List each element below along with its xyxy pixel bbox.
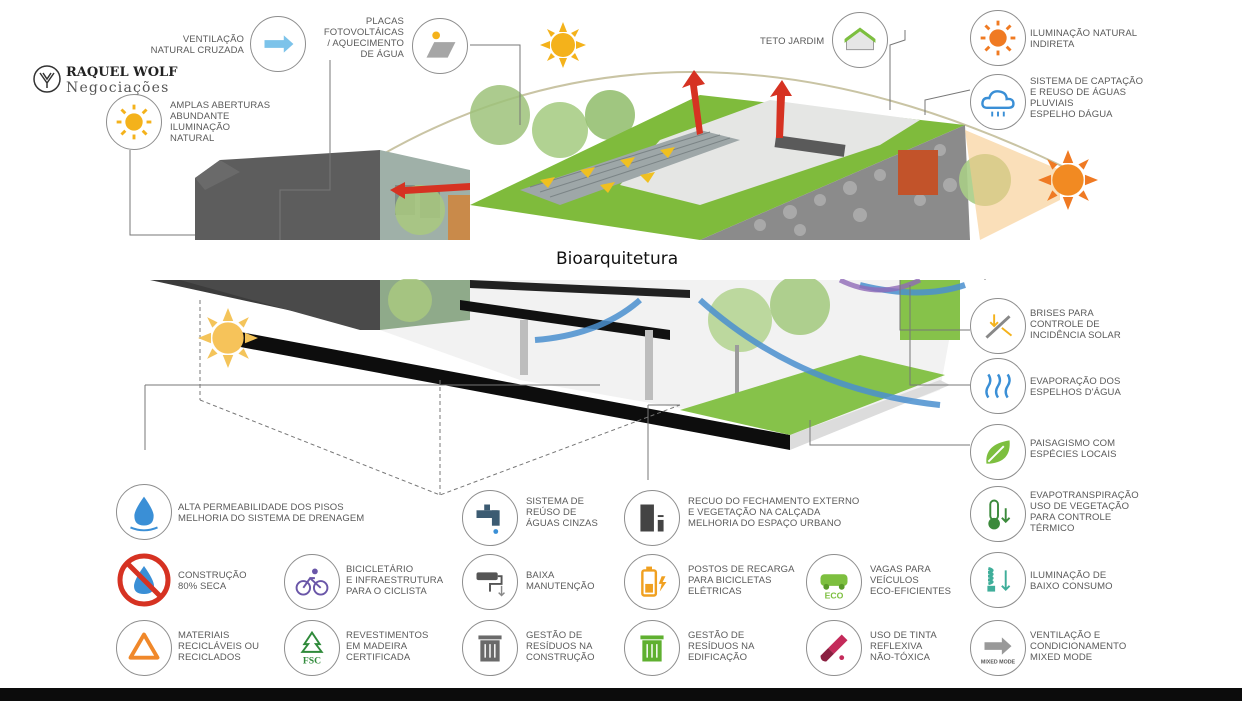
evaporation-icon <box>970 358 1026 414</box>
thermometer-icon <box>970 486 1026 542</box>
bottom-black-bar <box>0 688 1242 701</box>
ventilation-icon <box>250 16 306 72</box>
faucet-icon <box>462 490 518 546</box>
fsc-icon: FSC <box>284 620 340 676</box>
diagram-title: Bioarquitetura <box>556 249 679 269</box>
building-setback-icon <box>624 490 680 546</box>
dry-construction-icon <box>116 552 172 608</box>
trash-bin-icon <box>462 620 518 676</box>
solar-panel-icon <box>412 18 468 74</box>
leaf-icon <box>970 424 1026 480</box>
eco-text: ECO <box>825 590 844 600</box>
mixed-mode-text: MIXED MODE <box>981 659 1016 665</box>
sun-icon <box>540 22 586 68</box>
logo-subtitle: Negociações <box>66 80 170 96</box>
indirect-light-icon <box>970 10 1026 66</box>
label-teto-jardim: TETO JARDIM <box>760 36 825 47</box>
green-bin-icon <box>624 620 680 676</box>
wolf-logo-icon <box>33 65 61 93</box>
raquel-wolf-logo: RAQUEL WOLF Negociações <box>32 62 202 98</box>
sun-icon <box>198 308 258 368</box>
lightbulb-icon <box>970 552 1026 608</box>
sun-icon <box>1038 150 1098 210</box>
logo-name: RAQUEL WOLF <box>66 65 178 80</box>
natural-light-icon <box>106 94 162 150</box>
water-drop-icon <box>116 484 172 540</box>
bicycle-icon <box>284 554 340 610</box>
battery-charge-icon <box>624 554 680 610</box>
paint-brush-icon <box>806 620 862 676</box>
caption-bar: Bioarquitetura <box>0 240 1242 279</box>
paint-roller-icon <box>462 554 518 610</box>
eco-car-icon: ECO <box>806 554 862 610</box>
rain-cloud-icon <box>970 74 1026 130</box>
mixed-mode-icon: MIXED MODE <box>970 620 1026 676</box>
green-roof-icon <box>832 12 888 68</box>
brise-icon <box>970 298 1026 354</box>
fsc-text: FSC <box>303 655 321 666</box>
recycle-icon <box>116 620 172 676</box>
